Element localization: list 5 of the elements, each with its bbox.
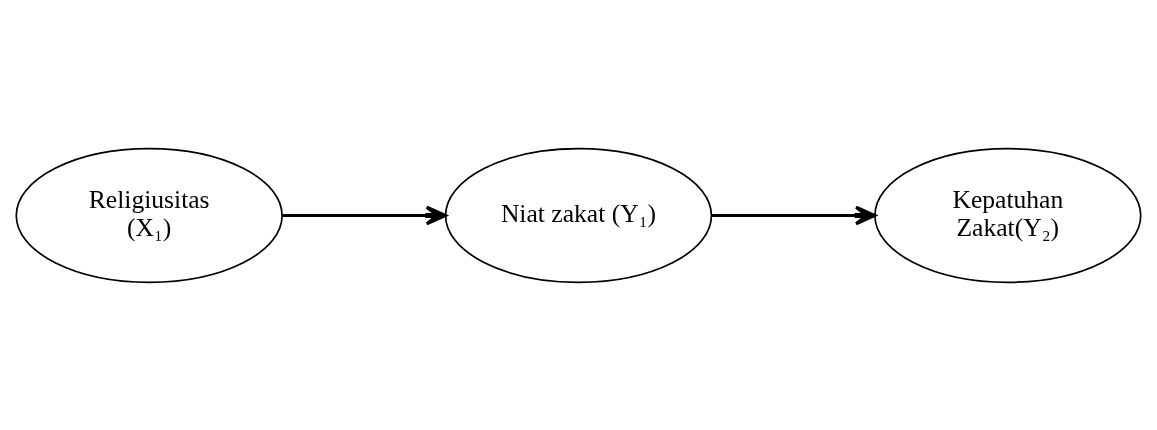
arrow [711, 205, 877, 225]
arrow [282, 205, 447, 225]
node-ellipse: Religiusitas (X₁) [15, 147, 283, 283]
node-ellipse: Niat zakat (Y₁) [444, 147, 713, 283]
node-ellipse: Kepatuhan Zakat(Y₂) [874, 147, 1142, 283]
